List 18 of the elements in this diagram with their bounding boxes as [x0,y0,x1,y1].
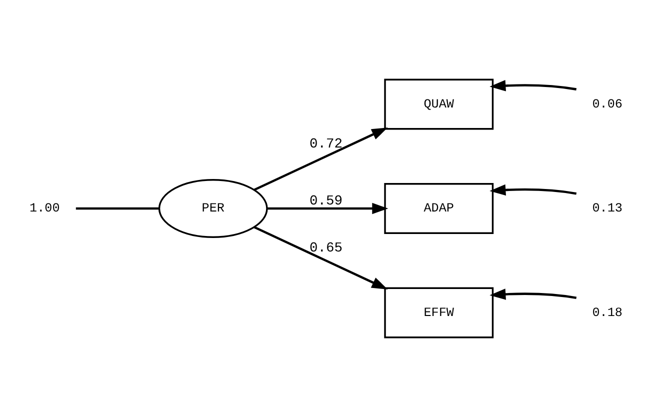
arrow [267,202,388,214]
node-text: 0.06 [592,96,622,111]
arrow [254,226,388,289]
edge-label: 0.59 [309,194,343,210]
node-text: 1.00 [30,201,60,216]
node-text: 0.13 [592,201,622,216]
node-text: 0.18 [592,305,622,320]
node-box: EFFW [384,286,494,338]
edge-label: 0.65 [309,241,343,256]
arrow [490,80,577,91]
arrow [254,127,388,190]
arrow [490,288,577,300]
node-box: ADAP [384,182,494,234]
node-box: QUAW [384,78,494,130]
node-ellipse: PER [158,178,268,238]
edge-label: 0.72 [309,136,343,152]
connector [76,206,160,210]
arrow [490,184,577,196]
